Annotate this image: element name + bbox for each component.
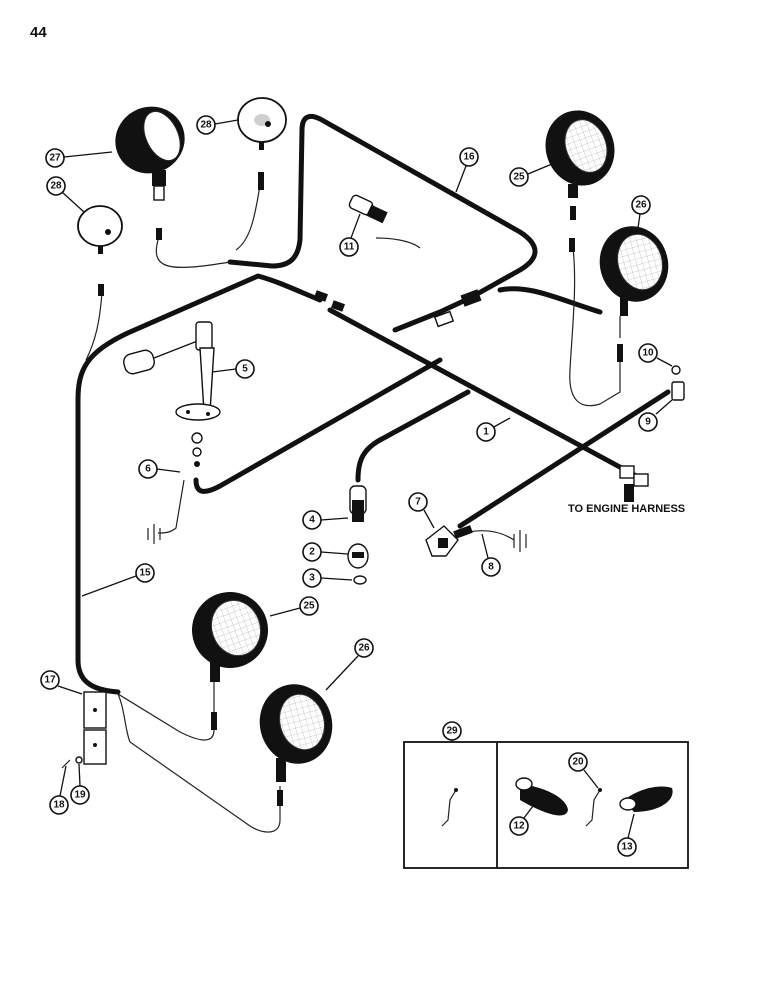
inset-box-29	[403, 741, 689, 869]
work-lamp-26-right	[599, 226, 669, 362]
callout-5-label: 5	[242, 364, 248, 375]
callout-25-bottom-label: 25	[303, 601, 315, 612]
marker-lamp-28-top	[237, 97, 287, 190]
callout-25-bottom	[299, 596, 319, 616]
callout-6-label: 6	[145, 464, 151, 475]
callout-19-label: 19	[74, 790, 86, 801]
callout-12	[509, 816, 529, 836]
marker-lamp-28-left	[77, 205, 123, 296]
callout-7	[408, 492, 428, 512]
work-lamp-25-top	[545, 110, 615, 252]
harness-15-wire	[75, 273, 323, 695]
callout-18	[49, 795, 69, 815]
sender-9	[671, 365, 685, 401]
callout-28-left-label: 28	[50, 181, 62, 192]
callout-15-label: 15	[139, 568, 151, 579]
callout-11-label: 11	[344, 242, 355, 253]
callout-27-label: 27	[49, 153, 61, 164]
callout-1-label: 1	[483, 427, 489, 438]
harness-connectors	[313, 289, 649, 502]
harness-1-wire	[327, 307, 643, 481]
callout-3-label: 3	[309, 573, 315, 584]
callout-13	[617, 837, 637, 857]
page-number: 44	[30, 24, 47, 41]
callout-6	[138, 459, 158, 479]
callout-2	[302, 542, 322, 562]
work-lamp-26-bottom	[259, 684, 333, 806]
callout-26-bottom	[354, 638, 374, 658]
switch-7	[425, 525, 473, 557]
sender-hardware-6	[147, 432, 203, 544]
main-harness-wires	[75, 113, 671, 695]
callout-12-label: 12	[513, 821, 525, 832]
work-lamp-25-bottom	[192, 592, 268, 730]
harness-1-branch-engine	[457, 389, 671, 529]
callout-20	[568, 752, 588, 772]
harness-16-right-branch	[497, 286, 603, 315]
callout-19	[70, 785, 90, 805]
harness-1-branch-left	[193, 357, 443, 494]
callout-29-label: 29	[446, 726, 458, 737]
callout-18-label: 18	[53, 800, 65, 811]
callout-7-label: 7	[415, 497, 421, 508]
switch-assembly-4	[347, 485, 369, 585]
callout-28-top-label: 28	[200, 120, 212, 131]
engine-harness-label: TO ENGINE HARNESS	[568, 503, 685, 515]
callout-16	[459, 147, 479, 167]
callout-10-label: 10	[642, 348, 654, 359]
callout-25-top-label: 25	[513, 172, 525, 183]
ground-8	[513, 530, 527, 552]
callout-25-top	[509, 167, 529, 187]
callout-4-label: 4	[309, 515, 315, 526]
callout-3	[302, 568, 322, 588]
flood-lamp-27	[115, 106, 185, 240]
callout-26-right	[631, 195, 651, 215]
callout-26-bottom-label: 26	[358, 643, 370, 654]
callout-27	[45, 148, 65, 168]
callout-17	[40, 670, 60, 690]
callout-9-label: 9	[645, 417, 651, 428]
harness-1-branch-4	[355, 389, 471, 483]
callout-17-label: 17	[44, 675, 56, 686]
callout-13-label: 13	[621, 842, 633, 853]
callout-29	[442, 721, 462, 741]
callout-8	[481, 557, 501, 577]
callout-26-right-label: 26	[635, 200, 647, 211]
callout-9	[638, 412, 658, 432]
callout-2-label: 2	[309, 547, 315, 558]
callout-8-label: 8	[488, 562, 494, 573]
callout-5	[235, 359, 255, 379]
callout-11	[339, 237, 359, 257]
callout-20-label: 20	[572, 757, 584, 768]
callout-28-left	[46, 176, 66, 196]
callout-16-label: 16	[463, 152, 475, 163]
callout-15	[135, 563, 155, 583]
harness-16-branch	[392, 295, 473, 333]
fuel-sender-5	[123, 321, 221, 421]
flasher-17	[61, 691, 107, 769]
callouts: 1 2 3 4 5 6 7 8 9 10	[40, 115, 673, 857]
callout-1	[476, 422, 496, 442]
callout-4	[302, 510, 322, 530]
callout-28-top	[196, 115, 216, 135]
harness-16-wire	[227, 113, 538, 301]
callout-10	[638, 343, 658, 363]
connector-11	[348, 194, 388, 224]
